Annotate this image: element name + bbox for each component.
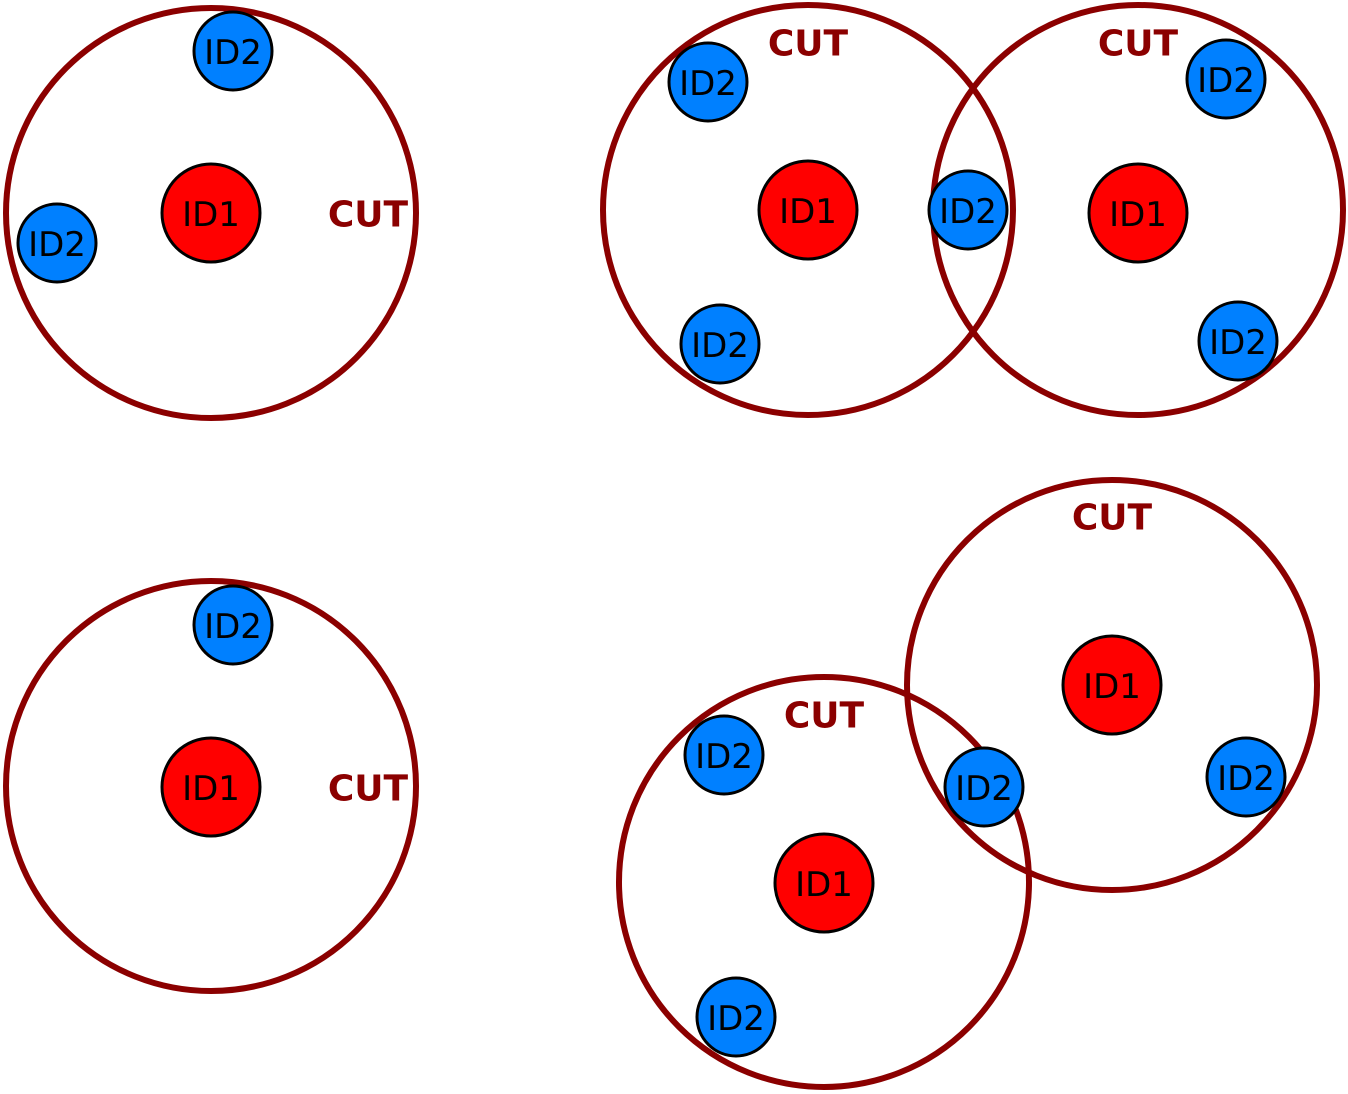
id1-node-label: ID1 bbox=[182, 769, 240, 809]
id2-node-circle bbox=[683, 714, 765, 796]
id1-node-circle bbox=[1087, 162, 1189, 264]
id1-node-label: ID1 bbox=[779, 192, 837, 232]
id1-node: ID1 bbox=[757, 159, 859, 261]
id2-node-label: ID2 bbox=[204, 607, 262, 647]
id1-node: ID1 bbox=[773, 832, 875, 934]
id1-node: ID1 bbox=[160, 162, 262, 264]
id2-node: ID2 bbox=[1185, 38, 1267, 120]
id2-node-circle bbox=[16, 202, 98, 284]
id2-node: ID2 bbox=[16, 202, 98, 284]
id2-node-circle bbox=[192, 584, 274, 666]
cut-label: CUT bbox=[328, 769, 409, 810]
id2-node-circle bbox=[667, 41, 749, 123]
id2-node: ID2 bbox=[1197, 300, 1279, 382]
id2-node: ID2 bbox=[192, 10, 274, 92]
cut-ring bbox=[3, 5, 419, 421]
id1-node-circle bbox=[773, 832, 875, 934]
cut-ring bbox=[616, 674, 1032, 1090]
id1-node-circle bbox=[160, 736, 262, 838]
id2-node-label: ID2 bbox=[1197, 61, 1255, 101]
id2-node-label: ID2 bbox=[1217, 759, 1275, 799]
id2-node-label: ID2 bbox=[691, 326, 749, 366]
cut-ring bbox=[3, 578, 419, 994]
id1-node: ID1 bbox=[160, 736, 262, 838]
id2-node-circle bbox=[695, 976, 777, 1058]
id2-node-circle bbox=[1205, 736, 1287, 818]
cut-ring bbox=[600, 2, 1016, 418]
id2-node-circle bbox=[943, 746, 1025, 828]
cut-label: CUT bbox=[1098, 24, 1179, 65]
id2-node: ID2 bbox=[1205, 736, 1287, 818]
id1-node-label: ID1 bbox=[1109, 195, 1167, 235]
id2-node-circle bbox=[679, 303, 761, 385]
cut-label: CUT bbox=[784, 696, 865, 737]
id2-node: ID2 bbox=[667, 41, 749, 123]
id1-node-circle bbox=[1061, 634, 1163, 736]
cut-ring bbox=[904, 477, 1320, 893]
id2-node: ID2 bbox=[192, 584, 274, 666]
cut-rings bbox=[3, 2, 1346, 1090]
id1-node-label: ID1 bbox=[182, 195, 240, 235]
id2-node: ID2 bbox=[695, 976, 777, 1058]
id2-node-label: ID2 bbox=[679, 64, 737, 104]
id2-node-label: ID2 bbox=[955, 769, 1013, 809]
cut-labels: CUT CUT CUT CUT CUT CUT bbox=[328, 24, 1179, 810]
id1-node-label: ID1 bbox=[1083, 667, 1141, 707]
cut-label: CUT bbox=[1072, 498, 1153, 539]
id1-node: ID1 bbox=[1061, 634, 1163, 736]
id2-node-label: ID2 bbox=[28, 225, 86, 265]
id1-node-label: ID1 bbox=[795, 865, 853, 905]
id2-node-circle bbox=[192, 10, 274, 92]
cut-label: CUT bbox=[328, 195, 409, 236]
id2-node: ID2 bbox=[683, 714, 765, 796]
id2-node: ID2 bbox=[927, 169, 1009, 251]
id1-node-circle bbox=[160, 162, 262, 264]
id2-node-circle bbox=[1197, 300, 1279, 382]
id2-node-circle bbox=[927, 169, 1009, 251]
id2-node-label: ID2 bbox=[707, 999, 765, 1039]
id2-node-label: ID2 bbox=[204, 33, 262, 73]
id1-node: ID1 bbox=[1087, 162, 1189, 264]
id2-node: ID2 bbox=[943, 746, 1025, 828]
id2-node-label: ID2 bbox=[939, 192, 997, 232]
id2-node-label: ID2 bbox=[1209, 323, 1267, 363]
id2-node: ID2 bbox=[679, 303, 761, 385]
cut-label: CUT bbox=[768, 24, 849, 65]
id1-node-circle bbox=[757, 159, 859, 261]
id2-node-circle bbox=[1185, 38, 1267, 120]
id2-node-label: ID2 bbox=[695, 737, 753, 777]
